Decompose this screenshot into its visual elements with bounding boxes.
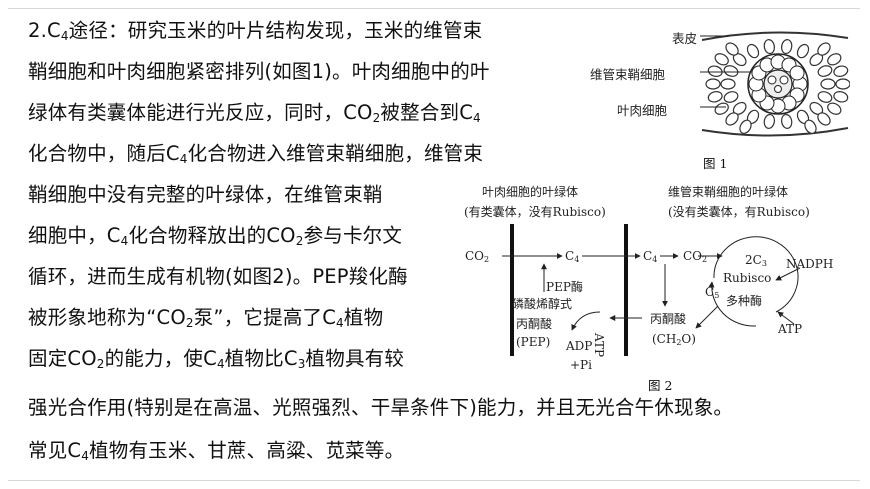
mesophyll-cell	[746, 43, 760, 59]
text-line-9: 固定CO2的能力，使C4植物比C3植物具有较	[28, 347, 405, 371]
c4-left: C4	[565, 249, 580, 264]
mesophyll-cell	[707, 65, 723, 77]
text-line-10: 强光合作用(特别是在高温、光照强烈、干旱条件下)能力，并且无光合午休现象。	[28, 396, 734, 419]
mesophyll-cell	[720, 78, 736, 90]
pep-name-line-1: 磷酸烯醇式	[512, 297, 573, 311]
mesophyll-cell	[781, 39, 793, 55]
co2-released: CO2	[683, 249, 708, 264]
text-line-8: 被形象地称为“CO2泵”，它提高了C4植物	[28, 306, 384, 330]
mesophyll-cell	[723, 91, 739, 103]
mesophyll-cell	[796, 43, 810, 59]
figure-1-caption: 图 1	[703, 156, 728, 171]
atp-vertical-label: ATP	[592, 333, 606, 358]
text-line-11: 常见C4植物有玉米、甘蔗、高粱、苋菜等。	[28, 439, 405, 463]
mesophyll-cell	[763, 39, 775, 55]
mesophyll-cell	[739, 119, 752, 134]
label-epidermis: 表皮	[672, 31, 698, 46]
mesophyll-cell	[817, 91, 833, 103]
c4-right: C4	[643, 249, 658, 264]
mesophyll-cell	[820, 78, 836, 90]
text-line-4: 化合物中，随后C4化合物进入维管束鞘细胞，维管束	[28, 142, 484, 166]
mesophyll-cell	[781, 113, 793, 129]
right-chloroplast-subtitle: (没有类囊体，有Rubisco)	[668, 205, 810, 219]
text-line-6: 细胞中，C4化合物释放出的CO2参与卡尔文	[28, 224, 403, 248]
mesophyll-cell	[725, 112, 739, 126]
bundle-sheath-cell	[789, 65, 805, 81]
mesophyll-cell	[723, 65, 739, 77]
mesophyll-cell	[827, 53, 842, 66]
mesophyll-cell	[705, 78, 721, 90]
c4-pathway-diagram	[502, 224, 801, 356]
mesophyll-cell	[833, 65, 849, 77]
left-chloroplast-title: 叶肉细胞的叶绿体	[482, 185, 579, 199]
co2-input: CO2	[465, 249, 490, 264]
mesophyll-cell	[707, 91, 723, 103]
mesophyll-cell	[827, 102, 842, 115]
atp-label-right: ATP	[778, 322, 803, 336]
mesophyll-cell	[833, 91, 849, 103]
leaf-cross-section-drawing	[700, 31, 850, 137]
text-line-5: 鞘细胞中没有完整的叶绿体，在维管束鞘	[28, 183, 383, 206]
text-line-2: 鞘细胞和叶肉细胞紧密排列(如图1)。叶肉细胞中的叶	[28, 60, 490, 83]
mesophyll-cell	[835, 78, 850, 90]
mesophyll-cell	[763, 113, 775, 129]
mesophyll-cell	[725, 42, 739, 56]
slide-frame	[8, 8, 860, 481]
mesophyll-cell	[714, 102, 729, 115]
ch2o-label: (CH2O)	[652, 332, 696, 347]
mesophyll-cell	[804, 119, 817, 134]
right-chloroplast-title: 维管束鞘细胞的叶绿体	[668, 185, 789, 199]
text-line-1: 2.C4途径：研究玉米的叶片结构发现，玉米的维管束	[28, 19, 483, 43]
rubisco-label: Rubisco	[723, 271, 772, 285]
c5-label: C5	[705, 285, 720, 300]
adp-label: ADP	[566, 339, 593, 353]
text-line-7: 循环，进而生成有机物(如图2)。PEP羧化酶	[28, 265, 408, 288]
mesophyll-cell	[817, 42, 831, 56]
pep-abbreviation: (PEP)	[516, 335, 551, 349]
label-mesophyll-cell: 叶肉细胞	[617, 103, 668, 118]
pi-label: +Pi	[570, 358, 592, 372]
pyruvate-label: 丙酮酸	[650, 312, 687, 326]
c3-label: 2C3	[745, 253, 767, 268]
left-chloroplast-subtitle: (有类囊体，没有Rubisco)	[464, 205, 606, 219]
mesophyll-cell	[817, 112, 831, 126]
figure-2-caption: 图 2	[648, 378, 673, 393]
mesophyll-cell	[714, 53, 729, 66]
mesophyll-cell	[817, 65, 833, 77]
label-bundle-sheath-cell: 维管束鞘细胞	[590, 67, 666, 82]
text-line-3: 绿体有类囊体能进行光反应，同时，CO2被整合到C4	[28, 101, 481, 125]
multi-enzyme-label: 多种酶	[726, 294, 763, 308]
nadph-label: NADPH	[786, 257, 834, 271]
pep-enzyme-label: PEP酶	[546, 280, 583, 294]
pep-name-line-2: 丙酮酸	[516, 317, 553, 331]
